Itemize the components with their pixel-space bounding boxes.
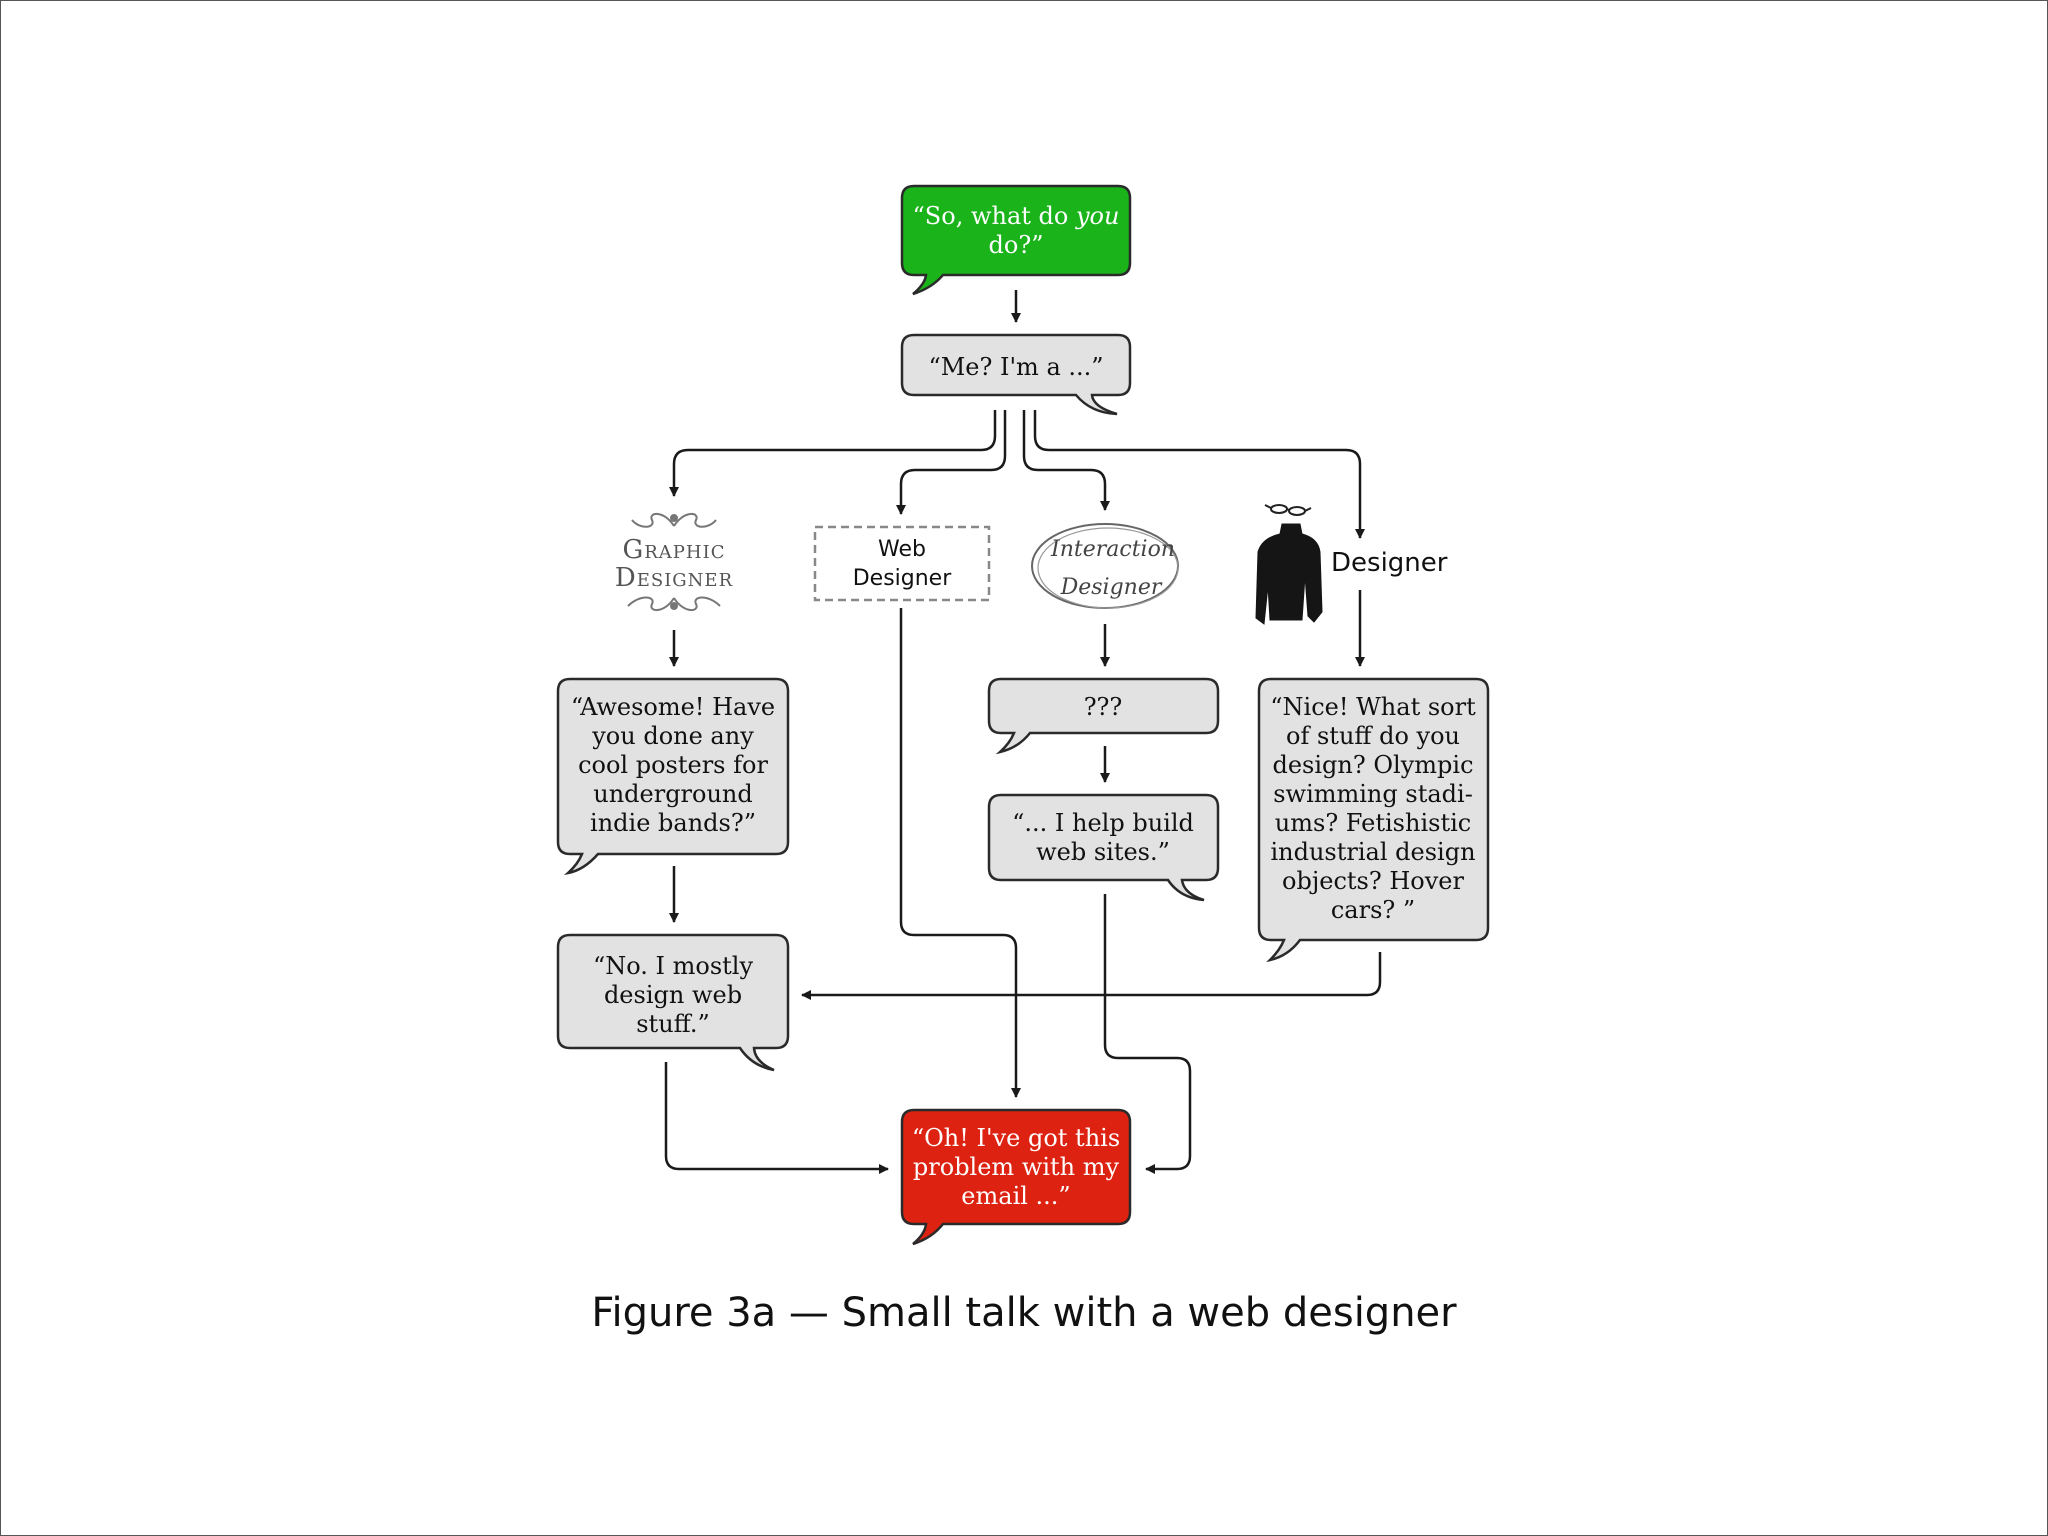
role-web-designer: Web Designer xyxy=(813,525,991,602)
bubble-mostly: “No. I mostly design web stuff.” xyxy=(556,933,790,1072)
arrow-mostly-to-end xyxy=(664,1062,889,1174)
svg-text:“Awesome! Have: “Awesome! Have xyxy=(571,693,775,721)
arrow-me-to-interaction xyxy=(1022,410,1110,511)
svg-text:Designer: Designer xyxy=(853,566,952,591)
ornament-top-icon xyxy=(631,513,717,528)
svg-text:problem with my: problem with my xyxy=(913,1153,1120,1181)
svg-text:email ...”: email ...” xyxy=(961,1182,1070,1210)
role-interaction-designer: Interaction Designer xyxy=(1031,523,1179,609)
ornament-bottom-icon xyxy=(627,596,721,611)
glasses-icon xyxy=(1264,504,1312,516)
svg-text:Designer: Designer xyxy=(1060,575,1163,600)
arrow-me-to-web xyxy=(896,410,1007,515)
turtleneck-icon xyxy=(1255,523,1323,625)
svg-text:Web: Web xyxy=(878,537,926,562)
bubble-help-build: “... I help build web sites.” xyxy=(987,793,1220,902)
svg-text:design web: design web xyxy=(604,981,742,1009)
svg-text:“... I help build: “... I help build xyxy=(1012,809,1194,837)
bubble-me: “Me? I'm a ...” xyxy=(900,333,1132,416)
arrow-help-to-end xyxy=(1103,894,1192,1174)
svg-text:“Nice! What sort: “Nice! What sort xyxy=(1270,693,1476,721)
svg-text:stuff.”: stuff.” xyxy=(636,1010,710,1038)
bubble-question-marks: ??? xyxy=(987,677,1220,755)
svg-text:cool posters for: cool posters for xyxy=(578,751,768,779)
svg-text:indie bands?”: indie bands?” xyxy=(590,809,756,837)
svg-text:you done any: you done any xyxy=(591,722,754,750)
svg-text:cars? ”: cars? ” xyxy=(1331,896,1415,924)
svg-text:swimming stadi-: swimming stadi- xyxy=(1273,780,1473,808)
svg-text:Designer: Designer xyxy=(615,563,733,593)
role-graphic-designer: Graphic Designer xyxy=(615,513,733,611)
svg-text:web sites.”: web sites.” xyxy=(1036,838,1170,866)
svg-text:underground: underground xyxy=(593,780,753,808)
svg-text:industrial design: industrial design xyxy=(1270,838,1475,866)
bubble-awesome: “Awesome! Have you done any cool posters… xyxy=(556,677,790,876)
connectors xyxy=(664,290,1382,1174)
arrow-nice-to-mostly xyxy=(801,952,1382,1000)
figure-caption: Figure 3a — Small talk with a web design… xyxy=(591,1290,1457,1336)
svg-text:“Oh! I've got this: “Oh! I've got this xyxy=(912,1124,1120,1152)
svg-text:“So, what do you: “So, what do you xyxy=(913,202,1120,230)
svg-text:???: ??? xyxy=(1084,693,1123,721)
arrow-web-to-end xyxy=(899,608,1021,1098)
svg-text:ums? Fetishistic: ums? Fetishistic xyxy=(1275,809,1471,837)
bubble-end: “Oh! I've got this problem with my email… xyxy=(900,1108,1132,1246)
svg-text:design? Olympic: design? Olympic xyxy=(1272,751,1473,779)
svg-text:do?”: do?” xyxy=(989,231,1044,259)
bubble-start: “So, what do you do?” xyxy=(900,184,1132,296)
svg-text:Interaction: Interaction xyxy=(1050,537,1175,562)
svg-text:Designer: Designer xyxy=(1331,548,1448,578)
svg-text:objects? Hover: objects? Hover xyxy=(1282,867,1464,895)
svg-text:“No. I mostly: “No. I mostly xyxy=(593,952,754,980)
svg-text:“Me? I'm a ...”: “Me? I'm a ...” xyxy=(928,353,1103,381)
svg-text:Graphic: Graphic xyxy=(622,535,725,565)
arrow-me-to-designer xyxy=(1033,410,1365,539)
arrow-me-to-graphic xyxy=(669,410,997,497)
bubble-nice: “Nice! What sort of stuff do you design?… xyxy=(1257,677,1490,963)
svg-text:of stuff do you: of stuff do you xyxy=(1286,722,1460,750)
role-designer: Designer xyxy=(1255,504,1448,625)
